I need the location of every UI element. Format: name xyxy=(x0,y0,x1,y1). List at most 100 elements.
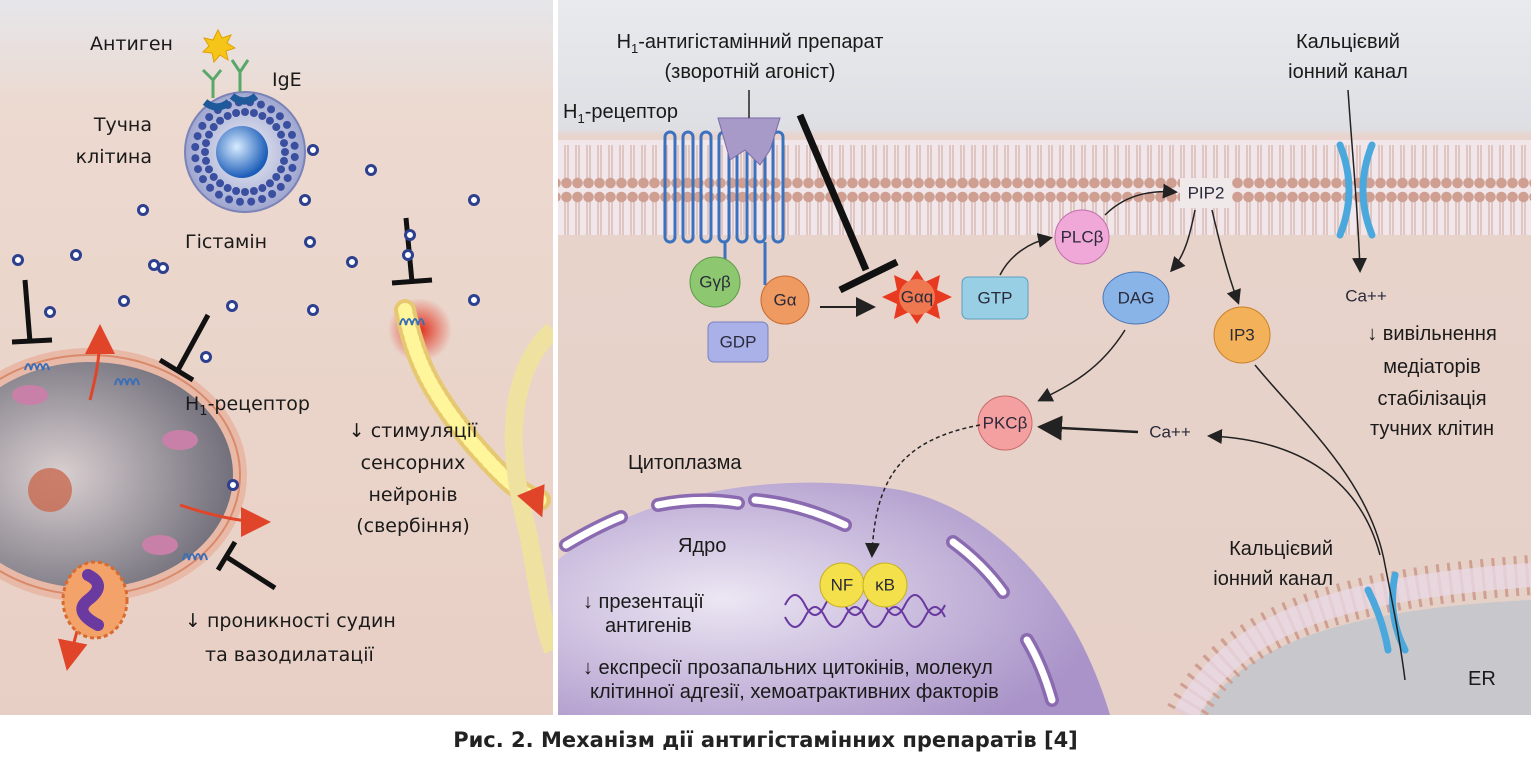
histamine-label: Гістамін xyxy=(185,231,267,253)
svg-text:PKCβ: PKCβ xyxy=(983,414,1028,433)
histamine-molecule xyxy=(365,164,377,176)
nf-kb-complex: NF κB xyxy=(819,562,908,608)
vascular-effect-label: ↓ проникності судин та вазодилатації xyxy=(185,610,396,666)
granule xyxy=(201,148,209,156)
histamine-molecule xyxy=(44,306,56,318)
histamine-molecule xyxy=(226,300,238,312)
drug-label: H1-антигістамінний препарат xyxy=(617,31,884,56)
histamine-molecule xyxy=(402,249,414,261)
ige-label: IgE xyxy=(272,69,302,91)
histamine-molecule xyxy=(137,204,149,216)
endoplasmic-reticulum xyxy=(1167,555,1531,715)
h1-receptor-label: H1-рецептор xyxy=(563,101,678,126)
granule xyxy=(223,111,232,120)
granule xyxy=(216,116,225,125)
granule xyxy=(204,165,213,174)
granule xyxy=(275,112,284,121)
histamine-molecule xyxy=(468,294,480,306)
svg-text:NF: NF xyxy=(831,576,854,595)
granule xyxy=(191,154,200,163)
granule xyxy=(236,197,245,206)
histamine-molecule xyxy=(468,194,480,206)
granule xyxy=(214,190,223,199)
pkc-beta: PKCβ xyxy=(977,395,1033,451)
right-panel: Gγβ GDP Gα Gαq GTP PLCβ PIP2 DAG IP3 PKC… xyxy=(558,0,1531,715)
granule xyxy=(216,179,225,188)
histamine-molecule xyxy=(346,256,358,268)
release-effect-label: ↓ вивільнення медіаторів стабілізація ту… xyxy=(1367,323,1497,440)
figure-caption: Рис. 2. Механізм дії антигістамінних пре… xyxy=(453,728,1078,752)
histamine-molecule xyxy=(307,304,319,316)
g-beta-gamma: Gγβ xyxy=(689,256,741,308)
granule xyxy=(247,197,256,206)
granule xyxy=(281,148,289,156)
g-alpha: Gα xyxy=(760,275,810,325)
calcium-ion-label: Ca++ xyxy=(1149,423,1191,442)
histamine-molecule xyxy=(404,229,416,241)
h1-receptor-icon xyxy=(663,130,785,290)
granule xyxy=(256,100,265,109)
svg-text:DAG: DAG xyxy=(1118,289,1155,308)
mast-cell-label: клітина xyxy=(76,146,152,168)
dna-icon xyxy=(784,594,946,628)
granule xyxy=(287,130,296,139)
granule xyxy=(258,184,267,193)
inhibition-block-icon xyxy=(796,113,899,294)
granule xyxy=(267,105,276,114)
nucleus-label: Ядро xyxy=(678,535,726,557)
gtp: GTP xyxy=(961,276,1029,320)
g-alpha-q: Gαq xyxy=(882,270,952,324)
drug-label-sub: (зворотній агоніст) xyxy=(665,61,836,83)
granule xyxy=(198,175,207,184)
er-label: ER xyxy=(1468,668,1496,690)
granule xyxy=(209,172,218,181)
h1-receptor-label: H1-рецептор xyxy=(185,393,310,419)
granule xyxy=(194,165,203,174)
calcium-ion-label: Ca++ xyxy=(1345,287,1387,306)
antihistamine-block-icon xyxy=(11,217,433,591)
histamine-molecules xyxy=(12,144,480,491)
granule xyxy=(279,156,288,165)
pip2: PIP2 xyxy=(1180,178,1232,208)
svg-text:↓ вивільнення: ↓ вивільнення xyxy=(1367,323,1497,345)
granule xyxy=(258,194,267,203)
granule xyxy=(277,130,286,139)
granule xyxy=(191,143,200,152)
svg-text:PIP2: PIP2 xyxy=(1188,184,1225,203)
granule xyxy=(258,111,267,120)
mast-cell xyxy=(184,91,306,213)
granule xyxy=(249,186,258,195)
svg-text:та вазодилатації: та вазодилатації xyxy=(205,644,375,666)
histamine-molecule xyxy=(12,254,24,266)
granule xyxy=(204,130,213,139)
svg-text:↓ проникності судин: ↓ проникності судин xyxy=(185,610,396,632)
svg-text:IP3: IP3 xyxy=(1229,326,1255,345)
granule xyxy=(206,183,215,192)
histamine-molecule xyxy=(118,295,130,307)
calcium-channel-icon xyxy=(1336,141,1409,654)
calcium-channel-label: Кальцієвий xyxy=(1296,31,1400,53)
svg-text:Gγβ: Gγβ xyxy=(699,273,731,292)
granule xyxy=(265,116,274,125)
calcium-channel-label: іонний канал xyxy=(1288,61,1408,83)
mast-cell-label: Тучна xyxy=(93,114,152,136)
granule xyxy=(241,108,249,116)
svg-text:сенсорних: сенсорних xyxy=(361,452,466,474)
granule xyxy=(249,109,258,118)
granule xyxy=(225,195,234,204)
ige-antibody-icon xyxy=(201,59,250,98)
svg-text:↓ стимуляції: ↓ стимуляції xyxy=(349,420,478,442)
sensory-neuron xyxy=(388,298,562,654)
svg-text:Gαq: Gαq xyxy=(901,288,934,307)
antigen-label: Антиген xyxy=(90,33,173,55)
svg-text:PLCβ: PLCβ xyxy=(1061,228,1104,247)
granule xyxy=(232,109,241,118)
histamine-molecule xyxy=(70,249,82,261)
granule xyxy=(198,121,207,130)
granule xyxy=(290,141,299,150)
left-panel: Антиген IgE Тучна клітина Гістамін H1-ре… xyxy=(0,0,562,715)
plc-beta: PLCβ xyxy=(1054,209,1110,265)
antihistamine-drug-icon xyxy=(717,117,781,166)
er-calcium-channel-label: Кальцієвий xyxy=(1229,538,1333,560)
er-calcium-channel-label: іонний канал xyxy=(1213,568,1333,590)
